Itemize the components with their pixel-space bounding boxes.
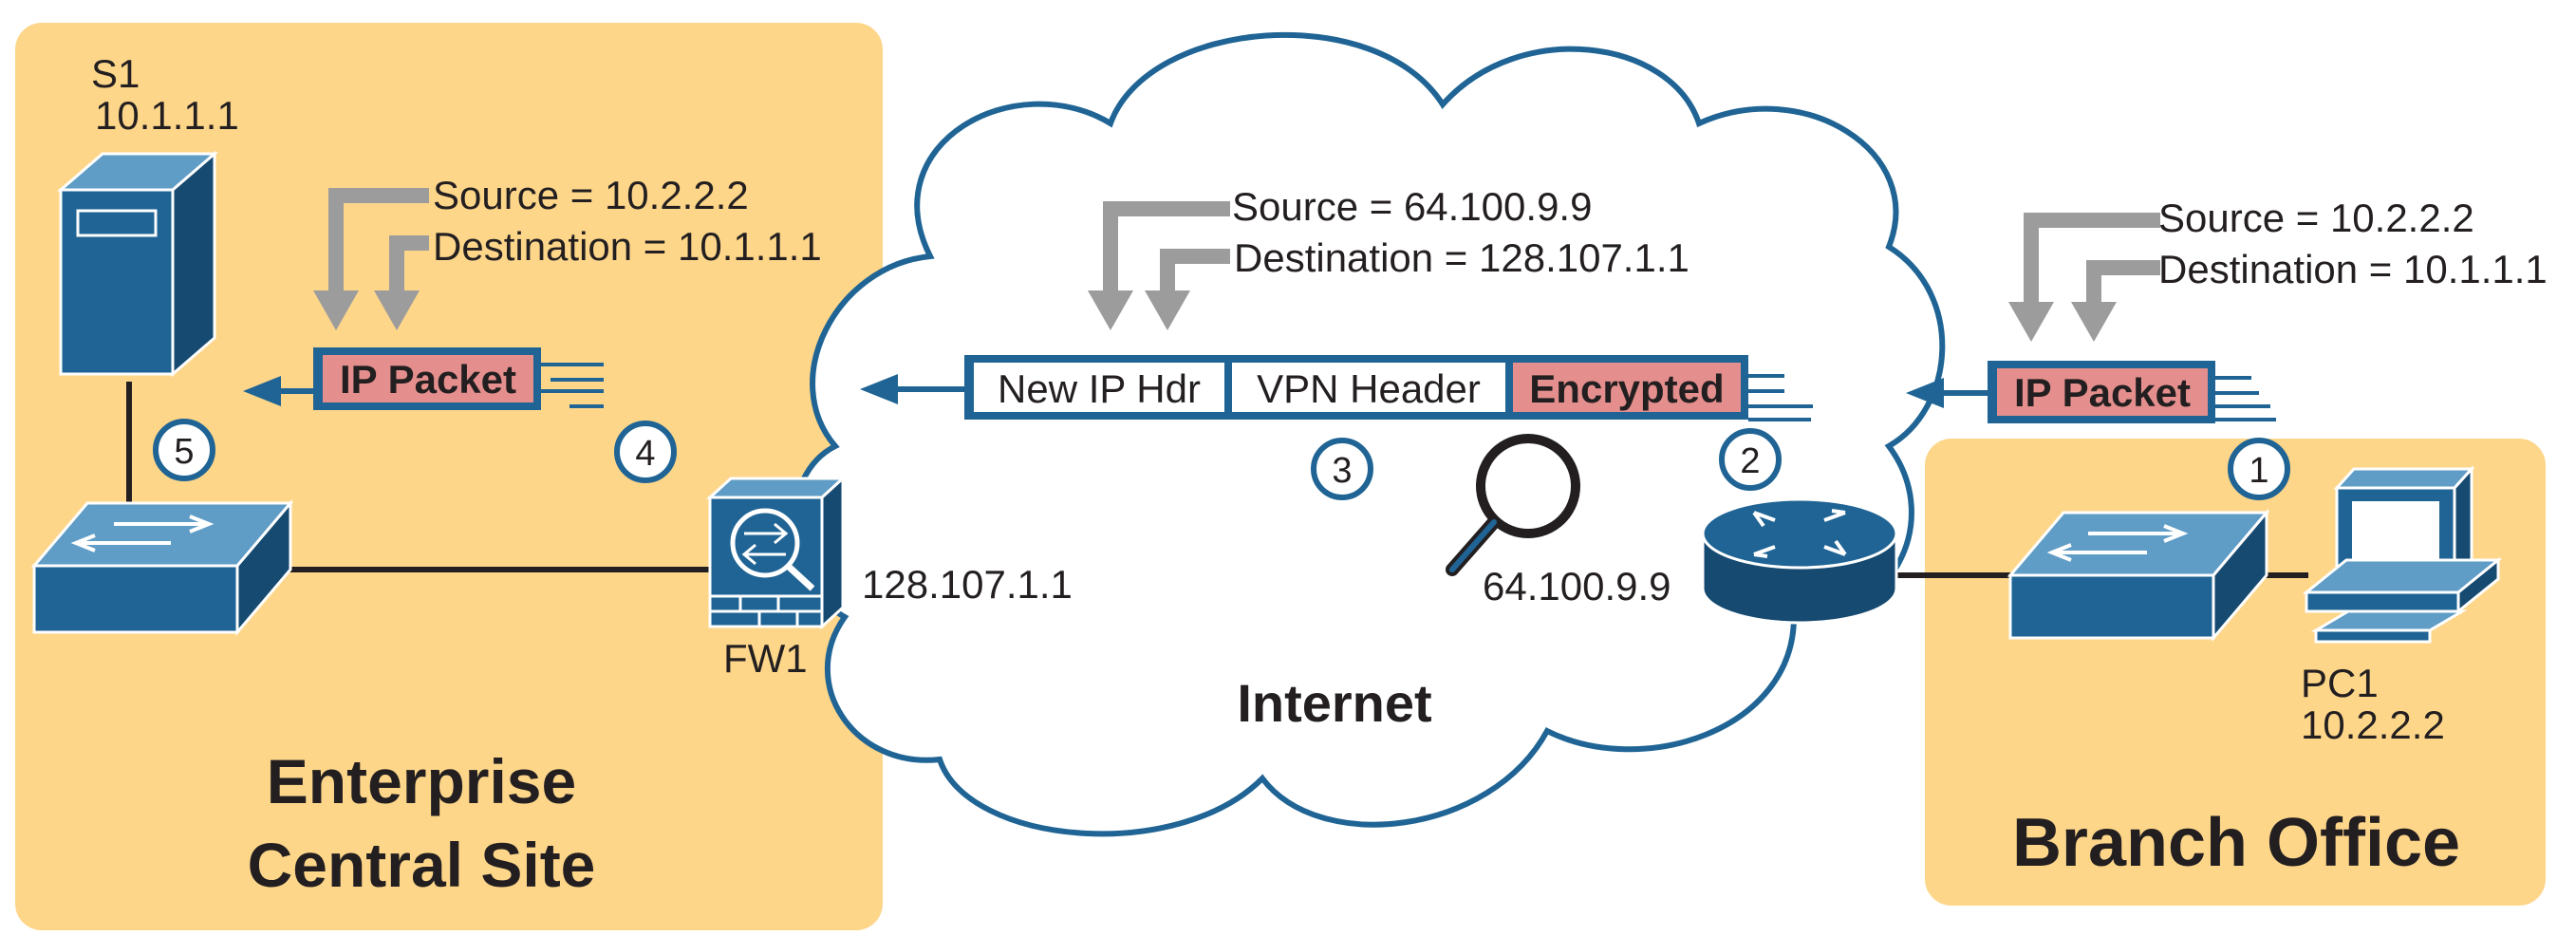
svg-text:5: 5: [174, 432, 194, 472]
left-packet-label: IP Packet: [340, 357, 516, 402]
svg-text:1: 1: [2249, 451, 2268, 491]
right-packet: IP Packet: [1988, 361, 2276, 423]
switch-icon: [30, 498, 294, 637]
step-marker-5: 5: [153, 419, 215, 481]
svg-text:2: 2: [1740, 441, 1760, 481]
step-marker-2: 2: [1719, 428, 1782, 491]
right-packet-label: IP Packet: [2014, 370, 2191, 415]
middle-packet: New IP Hdr VPN Header Encrypted: [964, 355, 1813, 421]
right-packet-destination: Destination = 10.1.1.1: [2158, 247, 2548, 291]
s1-name: S1: [91, 51, 140, 96]
server-icon: [56, 150, 219, 378]
step-marker-1: 1: [2228, 438, 2290, 500]
s1-ip: 10.1.1.1: [95, 93, 239, 138]
pc1-name: PC1: [2301, 661, 2379, 705]
middle-flow-arrow: [860, 374, 964, 404]
right-header-arrows: [2008, 213, 2160, 342]
internet-label: Internet: [1237, 673, 1431, 733]
firewall-icon: [706, 475, 847, 630]
left-flow-arrow: [243, 376, 313, 406]
middle-header-arrows: [1088, 201, 1230, 330]
svg-text:3: 3: [1332, 451, 1352, 491]
left-packet-source: Source = 10.2.2.2: [433, 173, 749, 217]
router-ip: 64.100.9.9: [1483, 564, 1671, 608]
svg-text:4: 4: [635, 434, 655, 474]
router-icon: [1701, 497, 1898, 625]
branch-office-label: Branch Office: [2012, 805, 2460, 881]
fw1-name: FW1: [723, 636, 808, 681]
pc-icon: [2302, 465, 2503, 644]
encrypted-label: Encrypted: [1529, 366, 1724, 411]
left-header-arrows: [313, 188, 429, 330]
enterprise-site-background: [15, 23, 883, 930]
left-packet: IP Packet: [313, 347, 604, 410]
enterprise-site-line2: Central Site: [248, 830, 596, 900]
branch-switch-icon: [2007, 508, 2270, 643]
new-ip-hdr-label: New IP Hdr: [998, 366, 1201, 411]
right-flow-arrow: [1906, 378, 1988, 408]
step-marker-3: 3: [1311, 438, 1373, 500]
middle-packet-destination: Destination = 128.107.1.1: [1234, 235, 1689, 280]
step-marker-4: 4: [614, 421, 677, 483]
pc1-ip: 10.2.2.2: [2301, 702, 2445, 747]
vpn-header-label: VPN Header: [1257, 366, 1481, 411]
middle-packet-source: Source = 64.100.9.9: [1232, 184, 1592, 229]
enterprise-site-line1: Enterprise: [267, 746, 576, 816]
right-packet-source: Source = 10.2.2.2: [2158, 196, 2474, 240]
left-packet-destination: Destination = 10.1.1.1: [433, 224, 822, 269]
magnifier-icon: [1446, 434, 1580, 576]
fw1-ip: 128.107.1.1: [862, 562, 1073, 607]
